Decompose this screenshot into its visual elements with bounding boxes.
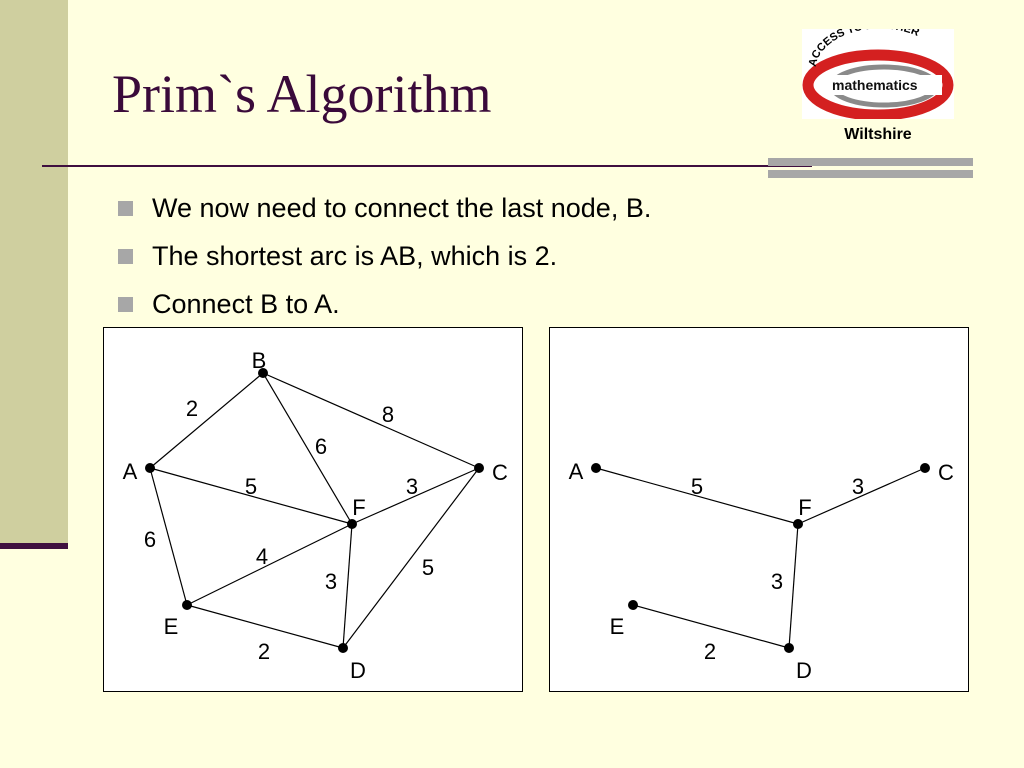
node-e [182,600,192,610]
node-label-a: A [123,459,138,484]
edge-ed [186,604,344,649]
edge-weight-ed: 2 [258,639,270,664]
edge-weight-bf: 6 [315,434,327,459]
edge-weight-ae: 6 [144,527,156,552]
node-b [258,368,268,378]
node-label-c: C [492,460,508,485]
edge-af [595,467,799,525]
edge-cd [342,467,480,649]
node-label-c: C [938,460,954,485]
node-label-d: D [796,658,812,683]
edge-af [149,467,353,525]
node-f [347,519,357,529]
bullet-item: We now need to connect the last node, B. [118,188,651,236]
edge-weight-fc: 3 [406,474,418,499]
node-e [628,600,638,610]
edge-weight-cd: 5 [422,555,434,580]
edge-ab [149,372,264,469]
side-bar-foot [0,543,68,549]
edge-ed [632,604,790,649]
title-rule [42,165,812,167]
slide-title: Prim`s Algorithm [112,64,492,124]
node-label-d: D [350,658,366,683]
bullet-text: We now need to connect the last node, B. [152,193,652,223]
edge-weight-ef: 4 [256,544,268,569]
spanning-tree-panel: 5 3 3 2 A C D E F [549,327,969,692]
node-label-e: E [610,614,625,639]
edge-bc [262,372,480,469]
edge-bf [262,372,353,525]
bullet-square-icon [118,297,133,312]
node-a [591,463,601,473]
logo: ACCESS TO FURTHER mathematics [802,29,954,119]
bullet-square-icon [118,249,133,264]
node-label-f: F [798,495,811,520]
edge-fd [788,523,799,649]
node-d [338,643,348,653]
bullet-text: The shortest arc is AB, which is 2. [152,241,558,271]
edge-weight-ed: 2 [704,639,716,664]
bullet-text: Connect B to A. [152,289,340,319]
edge-weight-fd: 3 [325,569,337,594]
node-d [784,643,794,653]
edge-weight-fd: 3 [771,569,783,594]
node-c [920,463,930,473]
bullet-list: We now need to connect the last node, B.… [118,188,651,332]
edge-fd [342,523,353,649]
spanning-tree-graph: 5 3 3 2 A C D E F [569,459,954,683]
edge-ae [149,467,188,606]
edge-weight-ab: 2 [186,396,198,421]
node-label-e: E [164,614,179,639]
edge-ef [186,523,353,606]
edge-fc [351,467,480,525]
node-f [793,519,803,529]
node-label-b: B [252,348,267,373]
bullet-item: The shortest arc is AB, which is 2. [118,236,651,284]
edge-weight-af: 5 [245,474,257,499]
logo-word: mathematics [832,77,918,93]
logo-caption: Wiltshire [844,126,912,143]
edge-weight-bc: 8 [382,402,394,427]
title-rule-bars [768,158,973,180]
edge-weight-fc: 3 [852,474,864,499]
node-a [145,463,155,473]
side-bar [0,0,68,546]
bullet-item: Connect B to A. [118,284,651,332]
edge-fc [797,467,926,525]
node-label-f: F [352,495,365,520]
edge-weight-af: 5 [691,474,703,499]
node-label-a: A [569,459,584,484]
bullet-square-icon [118,201,133,216]
node-c [474,463,484,473]
